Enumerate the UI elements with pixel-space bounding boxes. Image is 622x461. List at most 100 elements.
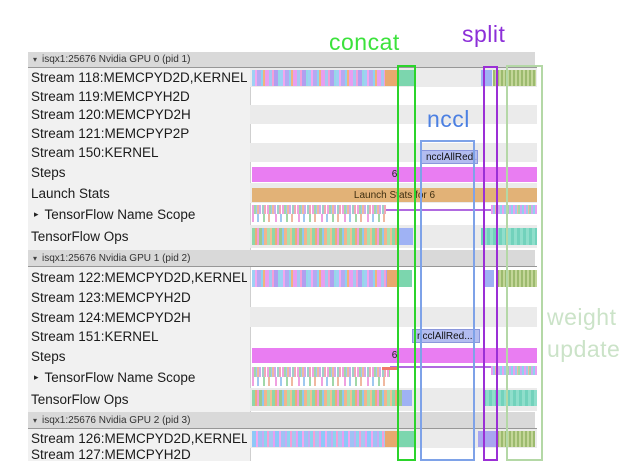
track-timeline: 6: [250, 162, 537, 183]
track-timeline: [250, 307, 537, 327]
track-label[interactable]: Stream 151:KERNEL: [31, 329, 159, 344]
nccl-annotation: nccl: [427, 106, 470, 132]
concat-annotation: concat: [329, 29, 400, 55]
track-row-launch-stats: Launch Stats Launch Stats for 6: [0, 183, 622, 203]
track-timeline: ncclAllRed...: [250, 143, 537, 164]
track-label[interactable]: ▸ TensorFlow Name Scope: [34, 369, 196, 385]
track-timeline: Launch Stats for 6: [250, 183, 537, 203]
track-label[interactable]: Stream 126:MEMCPYD2D,KERNEL,MI: [31, 431, 247, 446]
track-label[interactable]: Steps: [31, 165, 66, 180]
track-row-stream150: Stream 150:KERNEL ncclAllRed...: [0, 143, 622, 164]
track-label[interactable]: Stream 119:MEMCPYH2D: [31, 88, 190, 104]
track-row-stream151: Stream 151:KERNEL ncclAllRed...: [0, 327, 622, 346]
track-timeline: [250, 203, 537, 225]
concat-event-segment[interactable]: [398, 70, 416, 86]
name-scope-flame-band[interactable]: [252, 377, 390, 386]
collapse-arrow-icon: ▾: [33, 253, 38, 263]
track-row-ops-gpu1: TensorFlow Ops: [0, 388, 622, 411]
track-row-stream118: Stream 118:MEMCPYD2D,KERNEL,ME: [0, 68, 622, 87]
event-segment[interactable]: [385, 70, 398, 86]
tf-ops-band[interactable]: [252, 390, 402, 406]
track-label[interactable]: Stream 124:MEMCPYD2H: [31, 309, 191, 325]
track-label[interactable]: Stream 120:MEMCPYD2H: [31, 107, 191, 122]
track-timeline: [250, 366, 537, 388]
nccl-allreduce-event[interactable]: ncclAllRed...: [412, 329, 480, 343]
track-row-name-scope-gpu1: ▸ TensorFlow Name Scope: [0, 366, 622, 388]
event-segment[interactable]: [385, 431, 398, 447]
track-row-ops-gpu0: TensorFlow Ops: [0, 225, 622, 248]
group-header-gpu0[interactable]: ▾ isqx1:25676 Nvidia GPU 0 (pid 1): [28, 52, 535, 67]
weight-update-highlight-box: [506, 65, 543, 461]
step-6-bar[interactable]: 6: [252, 348, 537, 363]
group-separator-line: [28, 428, 537, 429]
launch-stats-bar[interactable]: Launch Stats for 6: [252, 188, 537, 202]
name-scope-line: [386, 209, 537, 211]
track-row-stream124: Stream 124:MEMCPYD2H: [0, 307, 622, 327]
track-timeline: ncclAllRed...: [250, 327, 537, 346]
track-timeline: [250, 388, 537, 411]
track-label[interactable]: Stream 150:KERNEL: [31, 145, 159, 160]
split-highlight-box: [483, 66, 498, 461]
track-timeline: 6: [250, 346, 537, 366]
track-row-stream123: Stream 123:MEMCPYH2D: [0, 287, 622, 307]
track-label[interactable]: Stream 123:MEMCPYH2D: [31, 289, 191, 305]
track-timeline: [250, 68, 537, 87]
event-segment[interactable]: [402, 390, 412, 406]
name-scope-flame-band[interactable]: [252, 367, 390, 377]
track-timeline: [250, 225, 537, 248]
track-row-stream120: Stream 120:MEMCPYD2H: [0, 105, 622, 124]
kernel-events-band[interactable]: [252, 70, 385, 86]
name-scope-flame-band[interactable]: [252, 214, 386, 222]
name-scope-line: [390, 366, 537, 368]
track-label[interactable]: Stream 122:MEMCPYD2D,KERNEL,MI: [31, 269, 247, 285]
concat-event-segment[interactable]: [398, 270, 412, 287]
track-label[interactable]: TensorFlow Ops: [31, 229, 129, 244]
kernel-events-band[interactable]: [252, 270, 387, 287]
name-scope-ticks[interactable]: [491, 366, 537, 375]
step-6-bar[interactable]: 6: [252, 167, 537, 182]
group-header-gpu2[interactable]: ▾ isqx1:25676 Nvidia GPU 2 (pid 3): [28, 412, 535, 428]
track-row-stream119: Stream 119:MEMCPYH2D: [0, 87, 622, 105]
track-row-stream127: Stream 127:MEMCPYH2D: [0, 448, 622, 461]
expand-arrow-icon: ▸: [34, 208, 39, 219]
tf-ops-band[interactable]: [252, 228, 399, 245]
weight-update-annotation: weight: [547, 304, 617, 330]
track-label[interactable]: Stream 127:MEMCPYH2D: [31, 448, 191, 461]
split-event-segment[interactable]: [478, 431, 497, 447]
event-segment[interactable]: [387, 270, 398, 287]
group-header-label: isqx1:25676 Nvidia GPU 1 (pid 2): [42, 252, 191, 264]
weight-update-annotation: update: [547, 336, 621, 362]
track-label[interactable]: Launch Stats: [31, 185, 110, 201]
concat-event-segment[interactable]: [398, 431, 415, 447]
group-header-label: isqx1:25676 Nvidia GPU 2 (pid 3): [42, 414, 191, 426]
track-label[interactable]: Stream 118:MEMCPYD2D,KERNEL,ME: [31, 70, 247, 85]
weight-update-events-band[interactable]: [493, 70, 536, 86]
track-timeline: [250, 105, 537, 124]
track-timeline: [250, 429, 537, 448]
track-row-stream121: Stream 121:MEMCPYP2P: [0, 124, 622, 143]
split-event-segment[interactable]: [481, 70, 492, 86]
kernel-events-band[interactable]: [252, 431, 385, 447]
track-row-stream122: Stream 122:MEMCPYD2D,KERNEL,MI: [0, 267, 622, 287]
track-label[interactable]: Stream 121:MEMCPYP2P: [31, 126, 190, 141]
split-event-segment[interactable]: [484, 270, 494, 287]
group-header-label: isqx1:25676 Nvidia GPU 0 (pid 1): [42, 54, 191, 65]
concat-highlight-box: [397, 65, 416, 461]
track-row-stream126: Stream 126:MEMCPYD2D,KERNEL,MI: [0, 429, 622, 448]
name-scope-ticks[interactable]: [491, 205, 537, 214]
nccl-highlight-box: [420, 140, 475, 461]
group-separator-line: [28, 67, 537, 68]
track-row-name-scope-gpu0: ▸ TensorFlow Name Scope: [0, 203, 622, 225]
event-segment[interactable]: [399, 228, 413, 245]
group-header-gpu1[interactable]: ▾ isqx1:25676 Nvidia GPU 1 (pid 2): [28, 250, 535, 266]
track-row-steps-gpu1: Steps 6: [0, 346, 622, 366]
tf-ops-band[interactable]: [481, 228, 537, 245]
track-label[interactable]: TensorFlow Ops: [31, 392, 129, 407]
group-separator-line: [28, 266, 537, 267]
track-label[interactable]: Steps: [31, 348, 66, 364]
name-scope-segment[interactable]: [382, 367, 399, 370]
track-label[interactable]: ▸ TensorFlow Name Scope: [34, 206, 196, 222]
collapse-arrow-icon: ▾: [33, 55, 38, 64]
name-scope-flame-band[interactable]: [252, 205, 386, 214]
